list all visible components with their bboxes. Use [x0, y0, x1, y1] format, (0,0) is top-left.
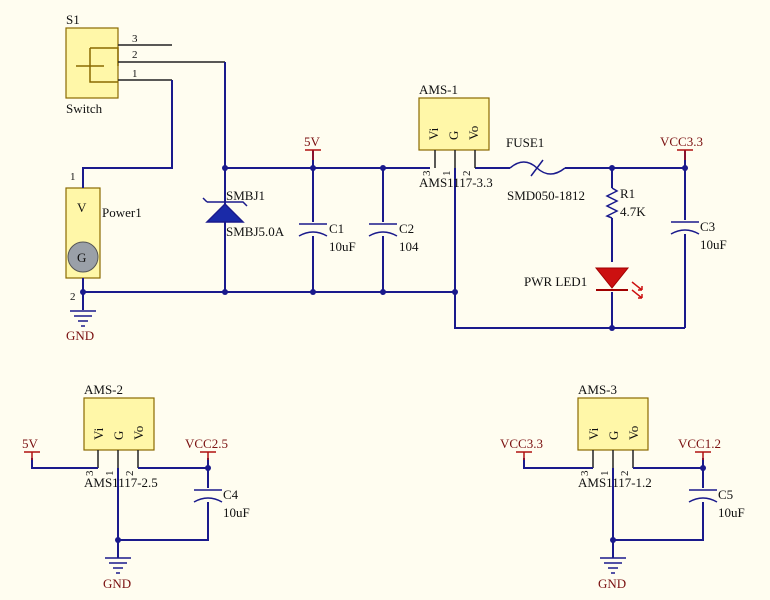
s1-pin3: 3 [132, 33, 138, 45]
led-triangle [594, 267, 630, 289]
ams2-pin2: 2 [124, 471, 136, 477]
fuse1-value: SMD050-1812 [507, 188, 585, 203]
regulator-ams1[interactable]: AMS-1 Vi G Vo 3 1 2 AMS1117-3.3 [418, 82, 493, 190]
r1-designator: R1 [620, 186, 635, 201]
net-label-vcc25: VCC2.5 [185, 436, 228, 460]
ground-symbol-main: GND [66, 310, 96, 343]
power1-g-label: G [77, 250, 86, 265]
power1-v-label: V [77, 200, 87, 215]
ams3-pin3: 3 [579, 470, 591, 476]
c5-designator: C5 [718, 487, 733, 502]
c4-value: 10uF [223, 505, 250, 520]
ams3-wires [523, 458, 706, 558]
power1-pin2: 2 [70, 291, 76, 303]
fuse-fuse1[interactable]: FUSE1 SMD050-1812 [506, 135, 585, 203]
ams2-vi: Vi [91, 427, 106, 440]
switch-body [65, 27, 119, 99]
ams3-pin1: 1 [599, 471, 611, 477]
regulator-ams3[interactable]: AMS-3 Vi G Vo 3 1 2 AMS1117-1.2 [577, 382, 652, 490]
capacitor-c1[interactable]: C1 10uF [298, 221, 356, 254]
ams1-value: AMS1117-3.3 [419, 175, 493, 190]
ams1-pin1: 1 [441, 171, 453, 177]
ams3-g: G [606, 431, 621, 440]
ams3-pin2: 2 [619, 471, 631, 477]
ams2-vo: Vo [131, 426, 146, 440]
net-label-vcc12: VCC1.2 [678, 436, 721, 460]
ams1-g: G [446, 131, 461, 140]
capacitor-c2[interactable]: C2 104 [368, 221, 419, 254]
resistor-r1[interactable]: R1 4.7K [605, 186, 646, 219]
smbj1-designator: SMBJ1 [226, 188, 265, 203]
regulator-ams2[interactable]: AMS-2 Vi G Vo 3 1 2 AMS1117-2.5 [83, 382, 158, 490]
s1-pin2: 2 [132, 49, 138, 61]
ground-symbol-ams3: GND [598, 557, 626, 591]
c2-value: 104 [399, 239, 419, 254]
r1-value: 4.7K [620, 204, 646, 219]
ams1-pin2: 2 [461, 171, 473, 177]
ams2-pin1: 1 [104, 471, 116, 477]
gnd-main-text: GND [66, 328, 94, 343]
net-label-5v-ams2: 5V [22, 436, 40, 460]
ams2-wires [31, 458, 211, 558]
capacitor-c4[interactable]: C4 10uF [193, 487, 250, 520]
power-jack-ground-circle [67, 241, 99, 273]
net-label-vcc33-ams3: VCC3.3 [500, 436, 543, 460]
switch-s1[interactable]: S1 Switch 3 2 1 [65, 12, 225, 116]
s1-pin1: 1 [132, 68, 138, 80]
net-label-5v: 5V [304, 134, 321, 160]
ams2-body [83, 397, 155, 451]
wires [82, 62, 686, 329]
power1-pin1: 1 [70, 171, 76, 183]
capacitor-c3[interactable]: C3 10uF [670, 219, 727, 252]
tvs-diode-smbj1[interactable]: SMBJ1 SMBJ5.0A [202, 188, 285, 239]
switch-symbol [76, 47, 119, 83]
c3-designator: C3 [700, 219, 715, 234]
ams2-value: AMS1117-2.5 [84, 475, 158, 490]
ams3-value: AMS1117-1.2 [578, 475, 652, 490]
ams2-out-net: VCC2.5 [185, 436, 228, 451]
led-designator: PWR LED1 [524, 274, 587, 289]
capacitor-c5[interactable]: C5 10uF [688, 487, 745, 520]
ams3-body [577, 397, 649, 451]
ams3-gnd-text: GND [598, 576, 626, 591]
ams1-vi: Vi [426, 127, 441, 140]
ams3-in-net: VCC3.3 [500, 436, 543, 451]
c3-value: 10uF [700, 237, 727, 252]
ams3-vo: Vo [626, 426, 641, 440]
ams1-designator: AMS-1 [419, 82, 458, 97]
fuse1-designator: FUSE1 [506, 135, 544, 150]
power-jack-power1[interactable]: V G Power1 1 2 [65, 171, 142, 303]
ams2-pin3: 3 [84, 470, 96, 476]
led-light-arrows [631, 281, 643, 299]
ams2-designator: AMS-2 [84, 382, 123, 397]
ams1-pin3: 3 [421, 170, 433, 176]
s1-designator: S1 [66, 12, 80, 27]
ams2-in-net: 5V [22, 436, 39, 451]
power1-designator: Power1 [102, 205, 142, 220]
ams1-vo: Vo [466, 126, 481, 140]
c2-designator: C2 [399, 221, 414, 236]
c1-value: 10uF [329, 239, 356, 254]
c5-value: 10uF [718, 505, 745, 520]
ams3-designator: AMS-3 [578, 382, 617, 397]
ams1-body [418, 97, 490, 151]
diode-triangle [205, 202, 245, 223]
c1-designator: C1 [329, 221, 344, 236]
net-5v-text: 5V [304, 134, 321, 149]
ams3-out-net: VCC1.2 [678, 436, 721, 451]
net-label-vcc33: VCC3.3 [660, 134, 703, 160]
led-pwr-led1[interactable]: PWR LED1 [524, 267, 643, 299]
ams3-vi: Vi [586, 427, 601, 440]
ground-symbol-ams2: GND [103, 557, 131, 591]
c4-designator: C4 [223, 487, 239, 502]
ams2-g: G [111, 431, 126, 440]
junctions [80, 165, 688, 331]
s1-name: Switch [66, 101, 103, 116]
smbj1-value: SMBJ5.0A [226, 224, 285, 239]
net-vcc33-text: VCC3.3 [660, 134, 703, 149]
ams2-gnd-text: GND [103, 576, 131, 591]
